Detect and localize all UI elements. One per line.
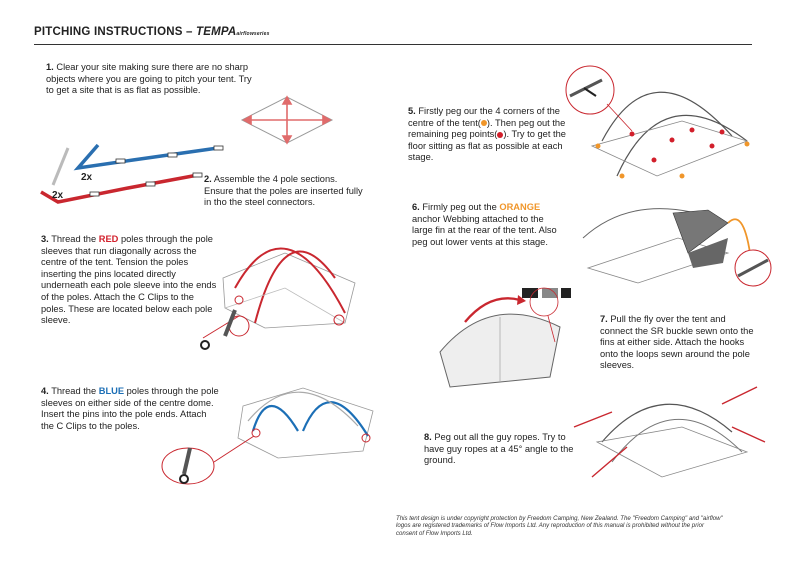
step-8: 8. Peg out all the guy ropes. Try to hav… (424, 432, 574, 467)
pole-sections-diagram: 2x 2x (38, 140, 228, 210)
step-number: 2. (204, 174, 212, 184)
tent-blue-poles-diagram (158, 376, 388, 496)
step-text: Peg out all the guy ropes. Try to have g… (424, 432, 573, 465)
tent-pegging-diagram (562, 66, 762, 191)
step-number: 8. (424, 432, 432, 442)
step-number: 6. (412, 202, 420, 212)
orange-color-word: ORANGE (499, 202, 540, 212)
step-6: 6. Firmly peg out the ORANGE anchor Webb… (412, 202, 562, 248)
step-5: 5. Firstly peg our the 4 corners of the … (408, 106, 576, 164)
step-text: Pull the fly over the tent and connect t… (600, 314, 754, 370)
step-text-post: anchor Webbing attached to the large fin… (412, 214, 557, 247)
step-text-post: poles through the pole sleeves that run … (41, 234, 216, 325)
series-name: airflowseries (236, 31, 269, 37)
red-color-word: RED (99, 234, 119, 244)
step-text-pre: Firmly peg out the (422, 202, 499, 212)
pole-count-label: 2x (81, 172, 93, 183)
step-text-pre: Thread the (51, 386, 99, 396)
step-1: 1. Clear your site making sure there are… (46, 62, 261, 97)
step-number: 5. (408, 106, 416, 116)
site-diagram (232, 92, 342, 148)
step-number: 4. (41, 386, 49, 396)
step-3: 3. Thread the RED poles through the pole… (41, 234, 219, 327)
step-text: Assemble the 4 pole sections. Ensure tha… (204, 174, 363, 207)
pole-count-label: 2x (52, 190, 64, 201)
step-text: Clear your site making sure there are no… (46, 62, 252, 95)
tent-anchor-webbing-diagram (578, 198, 778, 293)
tent-fly-diagram (420, 282, 600, 397)
blue-color-word: BLUE (99, 386, 124, 396)
page-title: PITCHING INSTRUCTIONS – TEMPAairflowseri… (34, 26, 270, 38)
tent-guy-ropes-diagram (572, 382, 767, 487)
step-number: 3. (41, 234, 49, 244)
tent-red-poles-diagram (195, 228, 375, 353)
step-2: 2. Assemble the 4 pole sections. Ensure … (204, 174, 364, 209)
step-number: 1. (46, 62, 54, 72)
copyright-notice: This tent design is under copyright prot… (396, 515, 726, 537)
brand-name: TEMPA (196, 26, 236, 38)
step-text-pre: Thread the (51, 234, 99, 244)
step-number: 7. (600, 314, 608, 324)
title-text: PITCHING INSTRUCTIONS – (34, 26, 196, 38)
step-7: 7. Pull the fly over the tent and connec… (600, 314, 758, 372)
header-divider (34, 44, 752, 45)
